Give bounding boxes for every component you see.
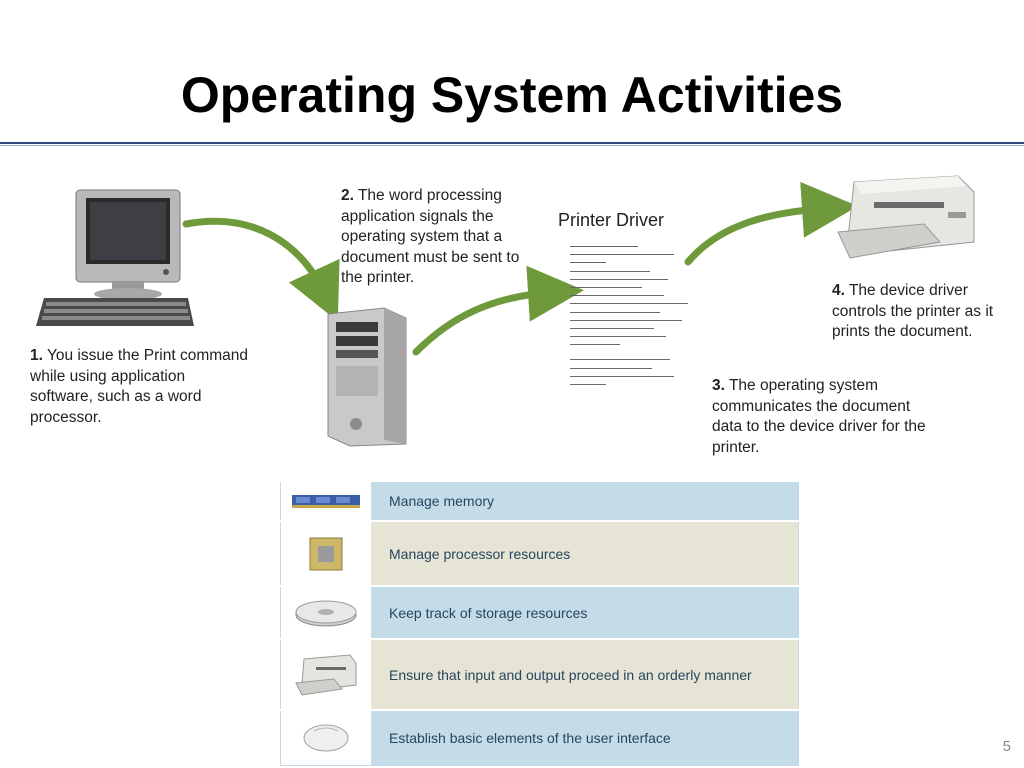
system-unit-icon [327, 307, 407, 447]
step-2-number: 2. [341, 187, 354, 204]
table-row: Ensure that input and output proceed in … [280, 638, 799, 711]
table-row: Manage processor resources [280, 520, 799, 587]
step-3-number: 3. [712, 377, 725, 394]
task-label: Establish basic elements of the user int… [371, 709, 799, 766]
step-3: 3. The operating system communicates the… [712, 376, 944, 458]
slide-title: Operating System Activities [180, 67, 844, 123]
table-row: Establish basic elements of the user int… [280, 709, 799, 766]
computer-icon [36, 189, 194, 326]
arrow-os-to-driver [412, 265, 584, 356]
processor-chip-icon [309, 537, 343, 571]
task-label: Manage memory [371, 479, 799, 522]
task-label: Keep track of storage resources [371, 585, 799, 640]
step-1: 1. You issue the Print command while usi… [30, 346, 250, 428]
step-2-text: The word processing application signals … [341, 187, 520, 286]
memory-module-icon [292, 495, 360, 509]
title-divider [0, 142, 1024, 144]
hard-disk-icon [295, 600, 357, 627]
arrow-driver-to-printer [684, 181, 858, 266]
printer-icon [837, 175, 975, 259]
step-1-number: 1. [30, 347, 43, 364]
title-divider-accent [0, 145, 1024, 146]
step-4: 4. The device driver controls the printe… [832, 281, 1016, 343]
step-4-number: 4. [832, 282, 845, 299]
task-label: Ensure that input and output proceed in … [371, 638, 799, 711]
step-3-text: The operating system communicates the do… [712, 377, 926, 456]
os-tasks-table: Manage memory Manage processor resources… [280, 479, 799, 766]
page-number: 5 [1002, 738, 1011, 755]
step-1-text: You issue the Print command while using … [30, 347, 249, 426]
arrow-computer-to-os [182, 217, 340, 322]
table-row: Manage memory [280, 479, 799, 522]
task-label: Manage processor resources [371, 520, 799, 587]
step-4-text: The device driver controls the printer a… [832, 282, 994, 340]
printer-icon [295, 654, 357, 696]
mouse-icon [303, 724, 349, 752]
flow-arrows [182, 181, 858, 356]
table-row: Keep track of storage resources [280, 585, 799, 640]
driver-document-lines [570, 246, 690, 392]
printer-driver-label: Printer Driver [558, 210, 665, 230]
step-2: 2. The word processing application signa… [341, 186, 533, 289]
